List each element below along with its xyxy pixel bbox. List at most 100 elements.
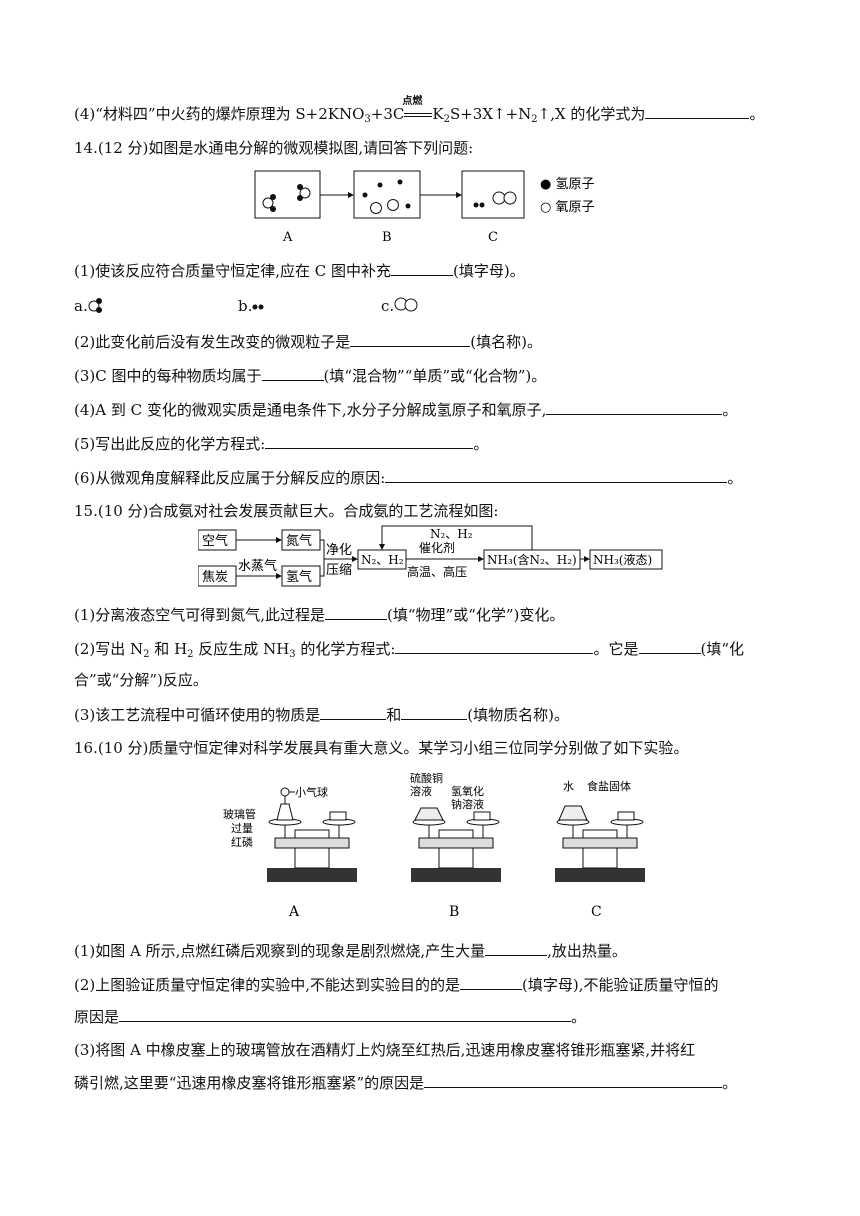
q15-2-b: 和 H (149, 640, 188, 658)
q16-3b-text: 磷引燃,这里要“迅速用橡皮塞将锥形瓶塞紧”的原因是 (74, 1074, 425, 1092)
legend-hydrogen: ● 氢原子 (540, 177, 594, 192)
answer-blank[interactable] (645, 102, 750, 119)
flow-conditions: 高温、高压 (407, 564, 467, 579)
q14-3-end: (填“混合物”“单质”或“化合物”)。 (323, 367, 547, 385)
q14-3: (3)C 图中的每种物质均属于 (填“混合物”“单质”或“化合物”)。 (74, 364, 546, 387)
answer-blank[interactable] (119, 1005, 572, 1022)
option-b-label: b. (238, 297, 253, 315)
label-glass-tube: 玻璃管 (223, 807, 256, 821)
q14-2-end: (填名称)。 (470, 333, 542, 351)
q14-4-end: 。 (722, 401, 738, 419)
q15-2-a: (2)写出 N (74, 640, 144, 658)
answer-blank[interactable] (401, 703, 468, 720)
q14-6: (6)从微观角度解释此反应属于分解反应的原因: 。 (74, 466, 742, 489)
answer-blank[interactable] (261, 364, 324, 381)
fig-label-b: B (382, 230, 392, 245)
q16-title: 16.(10 分)质量守恒定律对科学发展具有重大意义。某学习小组三位同学分别做了… (74, 739, 689, 757)
fig-label-b: B (449, 904, 459, 920)
option-a[interactable]: a. (74, 295, 238, 317)
label-water: 水 (563, 780, 574, 793)
label-red-phosphorus: 红磷 (231, 836, 253, 849)
q15-2-d: 的化学方程式: (295, 640, 396, 658)
label-sodium-hydroxide: 氢氧化 (451, 784, 484, 798)
condition-text: 点燃 (402, 96, 423, 107)
q16-3b-end: 。 (722, 1074, 738, 1092)
option-b[interactable]: b. (238, 295, 381, 317)
answer-blank[interactable] (325, 603, 388, 620)
q14-4: (4)A 到 C 变化的微观实质是通电条件下,水分子分解成氢原子和氧原子, 。 (74, 398, 737, 421)
fig-label-a: A (288, 904, 300, 920)
label-sodium-solution: 钠溶液 (451, 797, 484, 811)
answer-blank[interactable] (385, 466, 728, 483)
answer-blank[interactable] (395, 637, 594, 654)
q15-3-end: (填物质名称)。 (467, 706, 569, 724)
balance-b: 硫酸铜 溶液 氢氧化 钠溶液 (410, 771, 501, 882)
q14-4-text: (4)A 到 C 变化的微观实质是通电条件下,水分子分解成氢原子和氧原子, (74, 401, 547, 419)
answer-blank[interactable] (391, 259, 454, 276)
flow-coke: 焦炭 (202, 570, 228, 585)
fig-label-a: A (282, 230, 293, 245)
q16-2b-end: 。 (571, 1008, 587, 1026)
flow-catalyst: 催化剂 (419, 540, 455, 555)
answer-blank[interactable] (265, 432, 474, 449)
flow-recycle: N₂、H₂ (430, 527, 473, 541)
option-a-molecule (88, 298, 102, 313)
flow-liquid-ammonia: NH₃(液态) (593, 552, 652, 567)
answer-blank[interactable] (485, 939, 548, 956)
option-b-molecule (252, 304, 264, 310)
q16-2-text: (2)上图验证质量守恒定律的实验中,不能达到实验目的的是 (74, 976, 461, 994)
label-excess: 过量 (231, 822, 253, 835)
water-molecule (297, 184, 311, 201)
flow-product: NH₃(含N₂、H₂) (487, 552, 577, 567)
q14-1-end: (填字母)。 (453, 262, 525, 280)
q15-1-end: (填“物理”或“化学”)变化。 (387, 606, 565, 624)
answer-blank[interactable] (460, 973, 523, 990)
q15-2-f: (填“化 (700, 640, 745, 658)
q14-3-text: (3)C 图中的每种物质均属于 (74, 367, 262, 385)
q16-1: (1)如图 A 所示,点燃红磷后观察到的现象是剧烈燃烧,产生大量,放出热量。 (74, 939, 627, 962)
q15-title: 15.(10 分)合成氨对社会发展贡献巨大。合成氨的工艺流程如图: (74, 502, 499, 520)
q14-5: (5)写出此反应的化学方程式:。 (74, 432, 488, 455)
q15-3-mid: 和 (386, 706, 402, 724)
answer-blank[interactable] (546, 398, 723, 415)
q13-4-mid4: ↑,X 的化学式为 (537, 105, 646, 123)
answer-blank[interactable] (638, 637, 701, 654)
answer-blank[interactable] (320, 703, 387, 720)
balance-c: 水 食盐固体 (555, 779, 645, 882)
flow-nitrogen: 氮气 (286, 533, 312, 549)
option-c[interactable]: c. (381, 297, 420, 315)
q14-6-text: (6)从微观角度解释此反应属于分解反应的原因: (74, 469, 386, 487)
q15-1-text: (1)分离液态空气可得到氮气,此过程是 (74, 606, 326, 624)
q13-4-prefix: (4)“材料四”中火药的爆炸原理为 S+2KNO (74, 105, 365, 123)
q13-4-mid1: +3C (370, 105, 405, 123)
answer-blank[interactable] (424, 1071, 723, 1088)
option-c-label: c. (381, 297, 395, 315)
q13-4-mid2: K (432, 105, 444, 123)
flow-hydrogen: 氢气 (286, 569, 312, 585)
water-molecule (262, 194, 276, 212)
label-small-balloon: 小气球 (295, 785, 328, 799)
q15-3-text: (3)该工艺流程中可循环使用的物质是 (74, 706, 321, 724)
electrolysis-diagram: ● 氢原子 ○ 氧原子 A B C (254, 170, 594, 245)
fig-label-c: C (591, 904, 602, 920)
q16-2b-text: 原因是 (74, 1008, 120, 1026)
option-c-molecule (394, 297, 418, 312)
q14-1-text: (1)使该反应符合质量守恒定律,应在 C 图中补充 (74, 262, 392, 280)
q14-6-end: 。 (727, 469, 743, 487)
q15-2-cont: 合”或“分解”)反应。 (74, 671, 208, 689)
q14-options: a.b. c. (74, 295, 420, 317)
label-solution: 溶液 (410, 784, 432, 798)
q13-4-mid3: S+3X↑+N (449, 105, 532, 123)
flow-mixture: N₂、H₂ (361, 553, 404, 567)
q16-2-end: (填字母),不能验证质量守恒的 (522, 976, 719, 994)
flow-air: 空气 (202, 533, 228, 549)
label-copper-sulfate: 硫酸铜 (410, 771, 443, 785)
q15-2-e: 。它是 (593, 640, 639, 658)
q15-2: (2)写出 N2 和 H2 反应生成 NH3 的化学方程式:。它是(填“化 (74, 637, 744, 660)
answer-blank[interactable] (350, 330, 471, 347)
q16-2-cont: 原因是 。 (74, 1005, 586, 1028)
flow-compress: 压缩 (326, 562, 352, 578)
q16-1-text: (1)如图 A 所示,点燃红磷后观察到的现象是剧烈燃烧,产生大量 (74, 942, 486, 960)
ammonia-process-flow: 空气 氮气 焦炭 水蒸气 氢气 净化 压缩 N₂、H₂ 催化剂 高温、高压 NH… (198, 525, 663, 587)
